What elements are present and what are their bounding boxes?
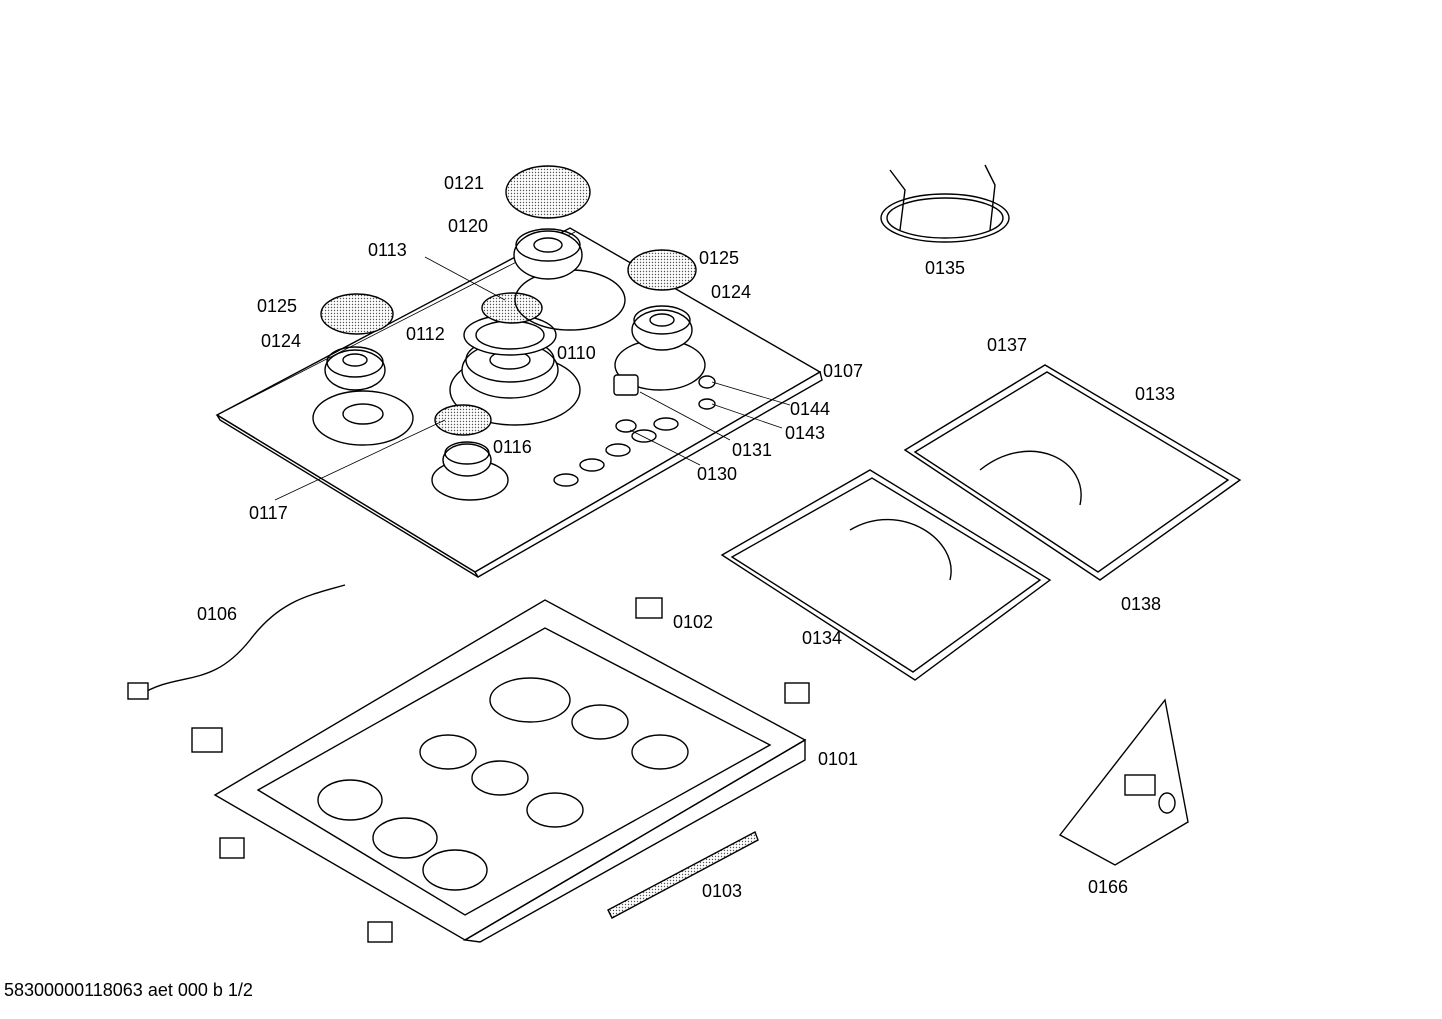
clips [191, 597, 810, 943]
label-0117: 0117 [249, 503, 288, 523]
label-0124-right: 0124 [711, 282, 751, 302]
label-0131: 0131 [732, 440, 772, 460]
label-0134: 0134 [802, 628, 842, 648]
label-0138: 0138 [1121, 594, 1161, 614]
label-0137: 0137 [987, 335, 1027, 355]
pan-support-right [903, 364, 1242, 581]
label-0133: 0133 [1135, 384, 1175, 404]
label-0102: 0102 [673, 612, 713, 632]
kit-0166 [1058, 698, 1189, 866]
drawing-number: 58300000118063 aet 000 b 1/2 [4, 980, 253, 1000]
wok-support-ring [880, 164, 1010, 243]
label-0121: 0121 [444, 173, 484, 193]
label-0116: 0116 [493, 437, 532, 457]
part-labels: 0121 0120 0113 0125 0124 0112 0110 0125 … [197, 173, 1175, 901]
label-0166: 0166 [1088, 877, 1128, 897]
pan-support-left [720, 469, 1052, 681]
label-0101: 0101 [818, 749, 858, 769]
base-tray [213, 599, 807, 943]
label-0143: 0143 [785, 423, 825, 443]
label-0103: 0103 [702, 881, 742, 901]
label-0120: 0120 [448, 216, 488, 236]
label-0124-left: 0124 [261, 331, 301, 351]
leader-lines [274, 256, 791, 501]
label-0125-right: 0125 [699, 248, 739, 268]
label-0113: 0113 [368, 240, 407, 260]
label-0107: 0107 [823, 361, 863, 381]
label-0106: 0106 [197, 604, 237, 624]
cooktop-top-plate [215, 165, 823, 578]
label-0130: 0130 [697, 464, 737, 484]
label-0125-left: 0125 [257, 296, 297, 316]
cable-0106 [127, 584, 346, 700]
label-0112: 0112 [406, 324, 445, 344]
label-0110: 0110 [557, 343, 596, 363]
label-0135: 0135 [925, 258, 965, 278]
strip-0103 [607, 831, 759, 919]
label-0144: 0144 [790, 399, 830, 419]
